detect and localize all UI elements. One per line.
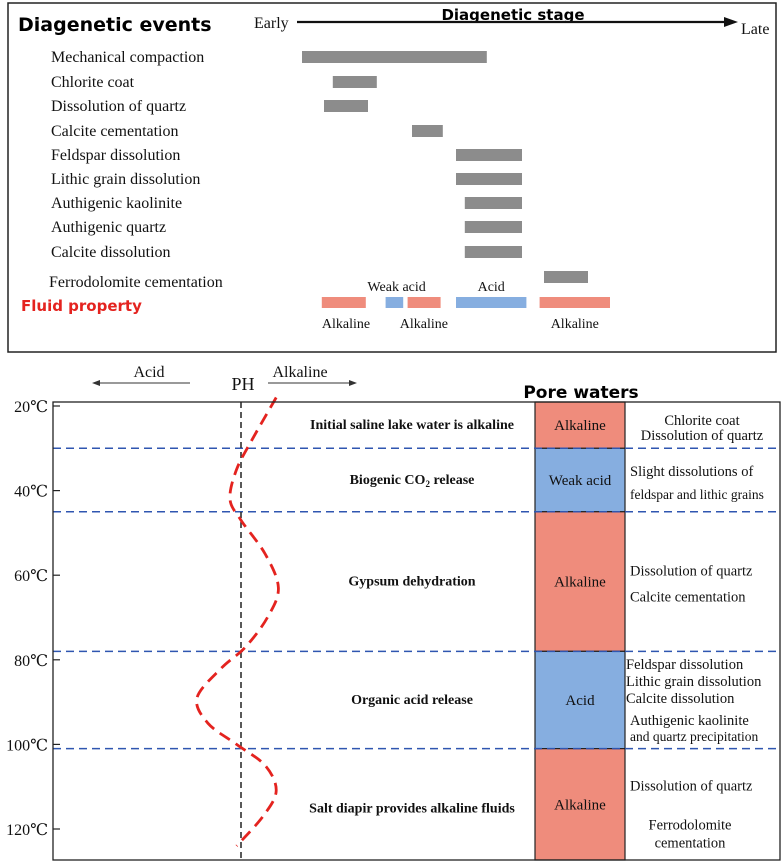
acid-label: Acid: [133, 364, 164, 381]
fluid-label-below: Alkaline: [322, 317, 370, 332]
alkaline-label: Alkaline: [272, 364, 327, 381]
fluid-label-above: Acid: [478, 280, 505, 295]
event-bar: [464, 246, 522, 258]
temperature-tick-label: 80℃: [14, 653, 48, 670]
bottom-panel-frame: [52, 401, 781, 861]
stage-note: Calcite dissolution: [626, 691, 735, 707]
late-label: Late: [741, 21, 769, 38]
temperature-tick-label: 120℃: [6, 822, 48, 839]
fluid-segment-alkaline: [407, 297, 441, 308]
event-bar: [456, 173, 522, 185]
top-panel-frame: [7, 2, 777, 353]
early-label: Early: [254, 15, 289, 32]
pore-water-label: Alkaline: [554, 575, 606, 591]
event-label: Dissolution of quartz: [51, 98, 186, 115]
event-label: Ferrodolomite cementation: [49, 274, 223, 291]
stage-event-tail: release: [430, 473, 474, 488]
pore-water-label: Alkaline: [554, 418, 606, 434]
stage-note: Slight dissolutions of: [630, 464, 753, 480]
stage-event-label: Salt diapir provides alkaline fluids: [309, 801, 515, 816]
event-label: Feldspar dissolution: [51, 147, 180, 164]
stage-note: Feldspar dissolution: [626, 657, 744, 673]
stage-note: Lithic grain dissolution: [626, 674, 762, 690]
fluid-label-below: Alkaline: [400, 317, 448, 332]
ph-curve: [195, 396, 280, 847]
event-label: Chlorite coat: [51, 74, 135, 91]
stage-title: Diagenetic stage: [441, 6, 584, 24]
event-label: Mechanical compaction: [51, 49, 204, 66]
event-label: Calcite dissolution: [51, 244, 171, 261]
stage-note: Dissolution of quartz: [630, 564, 753, 580]
fluid-label-below: Alkaline: [551, 317, 599, 332]
stage-note: and quartz precipitation: [630, 729, 758, 744]
stage-event-label: Biogenic CO2 release: [350, 473, 475, 489]
stage-event-label: Organic acid release: [351, 693, 473, 708]
stage-note: Authigenic kaolinite: [630, 713, 749, 729]
alkaline-arrow-head: [349, 380, 357, 386]
event-bar: [412, 125, 443, 137]
temperature-tick-label: 40℃: [14, 484, 48, 501]
event-bar: [456, 149, 522, 161]
event-label: Authigenic quartz: [51, 219, 166, 236]
acid-arrow-head: [92, 380, 100, 386]
event-label: Lithic grain dissolution: [51, 171, 200, 188]
event-bar: [464, 197, 522, 209]
pore-waters-title: Pore waters: [523, 383, 638, 403]
stage-events-group: Initial saline lake water is alkalineBio…: [309, 418, 515, 816]
event-bar: [464, 221, 522, 233]
pore-water-label: Alkaline: [554, 797, 606, 813]
stage-event-label: Initial saline lake water is alkaline: [310, 418, 514, 433]
stage-event-label: Gypsum dehydration: [348, 575, 475, 590]
temperature-tick-label: 20℃: [14, 399, 48, 416]
fluid-label-above: Weak acid: [367, 280, 425, 295]
temperature-tick-label: 60℃: [14, 568, 48, 585]
event-bar: [302, 51, 487, 63]
pore-water-zone-alkaline: [534, 511, 626, 652]
pore-water-zone-alkaline: [534, 748, 626, 861]
events-title: Diagenetic events: [18, 14, 212, 36]
stage-note: feldspar and lithic grains: [630, 487, 764, 502]
stage-note: Dissolution of quartz: [641, 428, 764, 444]
fluid-segment-acid: [456, 297, 527, 308]
event-label: Authigenic kaolinite: [51, 195, 182, 212]
fluid-segment-alkaline: [321, 297, 366, 308]
stage-note: Calcite cementation: [630, 590, 746, 606]
stage-note: Chlorite coat: [664, 413, 739, 429]
event-bar: [324, 100, 368, 112]
stage-arrow-head: [724, 17, 738, 27]
pore-water-zone-weak_acid: [534, 447, 626, 513]
fluid-segment-weak_acid: [385, 297, 404, 308]
pore-water-label: Acid: [565, 693, 595, 709]
stage-note: Ferrodolomite: [649, 817, 732, 833]
stage-note: Dissolution of quartz: [630, 778, 753, 794]
stage-event-subscript: 2: [425, 479, 430, 489]
pore-water-label: Weak acid: [549, 473, 612, 489]
fluid-property-label: Fluid property: [21, 297, 142, 315]
fluid-segment-alkaline: [539, 297, 610, 308]
zone-boundaries: [53, 447, 780, 750]
event-bar: [332, 76, 377, 88]
stage-note: cementation: [655, 835, 727, 851]
ph-label: PH: [231, 374, 254, 394]
stage-event-text: Biogenic CO: [350, 473, 426, 488]
event-bar: [544, 271, 588, 283]
event-label: Calcite cementation: [51, 123, 179, 140]
temperature-axis: 20℃ 40℃ 60℃ 80℃ 100℃ 120℃: [6, 399, 60, 839]
temperature-tick-label: 100℃: [6, 737, 48, 754]
